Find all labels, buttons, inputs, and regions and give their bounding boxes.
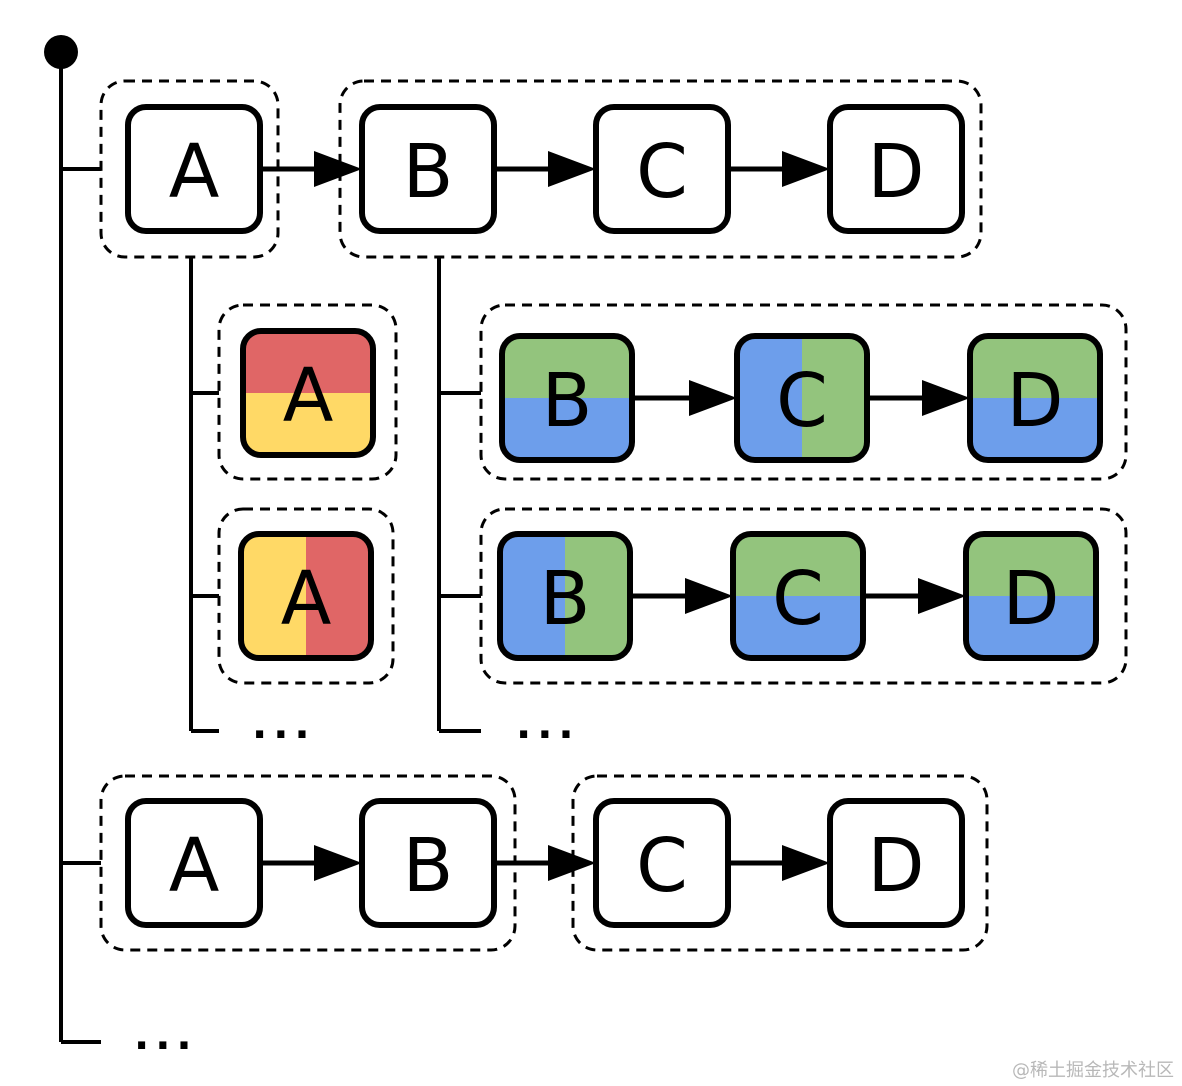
node-label: C [636, 129, 688, 215]
branch-under-a [189, 257, 219, 733]
arrow-bottom-a-b [260, 845, 362, 881]
node-top-a: A [125, 104, 263, 234]
node-label: D [1003, 556, 1060, 642]
node-v2-d: D [963, 531, 1099, 661]
node-bottom-c: C [593, 798, 731, 928]
node-v2-b: B [497, 531, 633, 661]
node-label: C [772, 556, 824, 642]
node-label: C [636, 823, 688, 909]
ellipsis-a-branch: ... [252, 702, 316, 748]
arrow-v2-c-d [863, 578, 966, 614]
group-bottom-cd [571, 774, 989, 952]
arrow-v2-b-c [630, 578, 733, 614]
arrow-top-b-c [494, 151, 596, 187]
arrow-bottom-b-c [494, 845, 596, 881]
node-label: B [542, 358, 593, 444]
node-top-b: B [359, 104, 497, 234]
root-dot [44, 35, 78, 69]
arrow-top-a-b [260, 151, 362, 187]
arrows [260, 151, 970, 881]
node-v1-d: D [967, 333, 1103, 463]
node-label: B [403, 129, 454, 215]
root-trunk [59, 52, 101, 1044]
node-label: A [283, 353, 334, 439]
node-label: D [1007, 358, 1064, 444]
group-bcd-variant-2 [479, 507, 1128, 685]
node-label: A [281, 556, 332, 642]
node-bottom-a: A [125, 798, 263, 928]
node-label: D [868, 129, 925, 215]
group-bcd-variant-1 [479, 303, 1128, 481]
arrow-bottom-c-d [728, 845, 830, 881]
group-a-variant-2 [217, 507, 395, 685]
arrow-v1-b-c [632, 380, 737, 416]
node-top-d: D [827, 104, 965, 234]
node-top-c: C [593, 104, 731, 234]
node-v1-b: B [499, 333, 635, 463]
ellipsis-bcd-branch: ... [516, 702, 580, 748]
ellipsis-root: ... [134, 1013, 198, 1059]
node-a-variant-2: A [238, 531, 374, 661]
node-label: B [403, 823, 454, 909]
node-label: C [776, 358, 828, 444]
node-v1-c: C [734, 333, 870, 463]
branch-under-bcd [437, 257, 481, 733]
arrow-top-c-d [728, 151, 830, 187]
node-label: A [169, 129, 220, 215]
arrow-v1-c-d [867, 380, 970, 416]
node-bottom-d: D [827, 798, 965, 928]
node-a-variant-1: A [240, 328, 376, 458]
group-a-variant-1 [217, 303, 398, 481]
node-label: A [169, 823, 220, 909]
node-label: B [540, 556, 591, 642]
group-top-bcd [338, 79, 983, 259]
watermark: @稀土掘金技术社区 [1012, 1060, 1174, 1081]
node-label: D [868, 823, 925, 909]
node-bottom-b: B [359, 798, 497, 928]
node-v2-c: C [730, 531, 866, 661]
